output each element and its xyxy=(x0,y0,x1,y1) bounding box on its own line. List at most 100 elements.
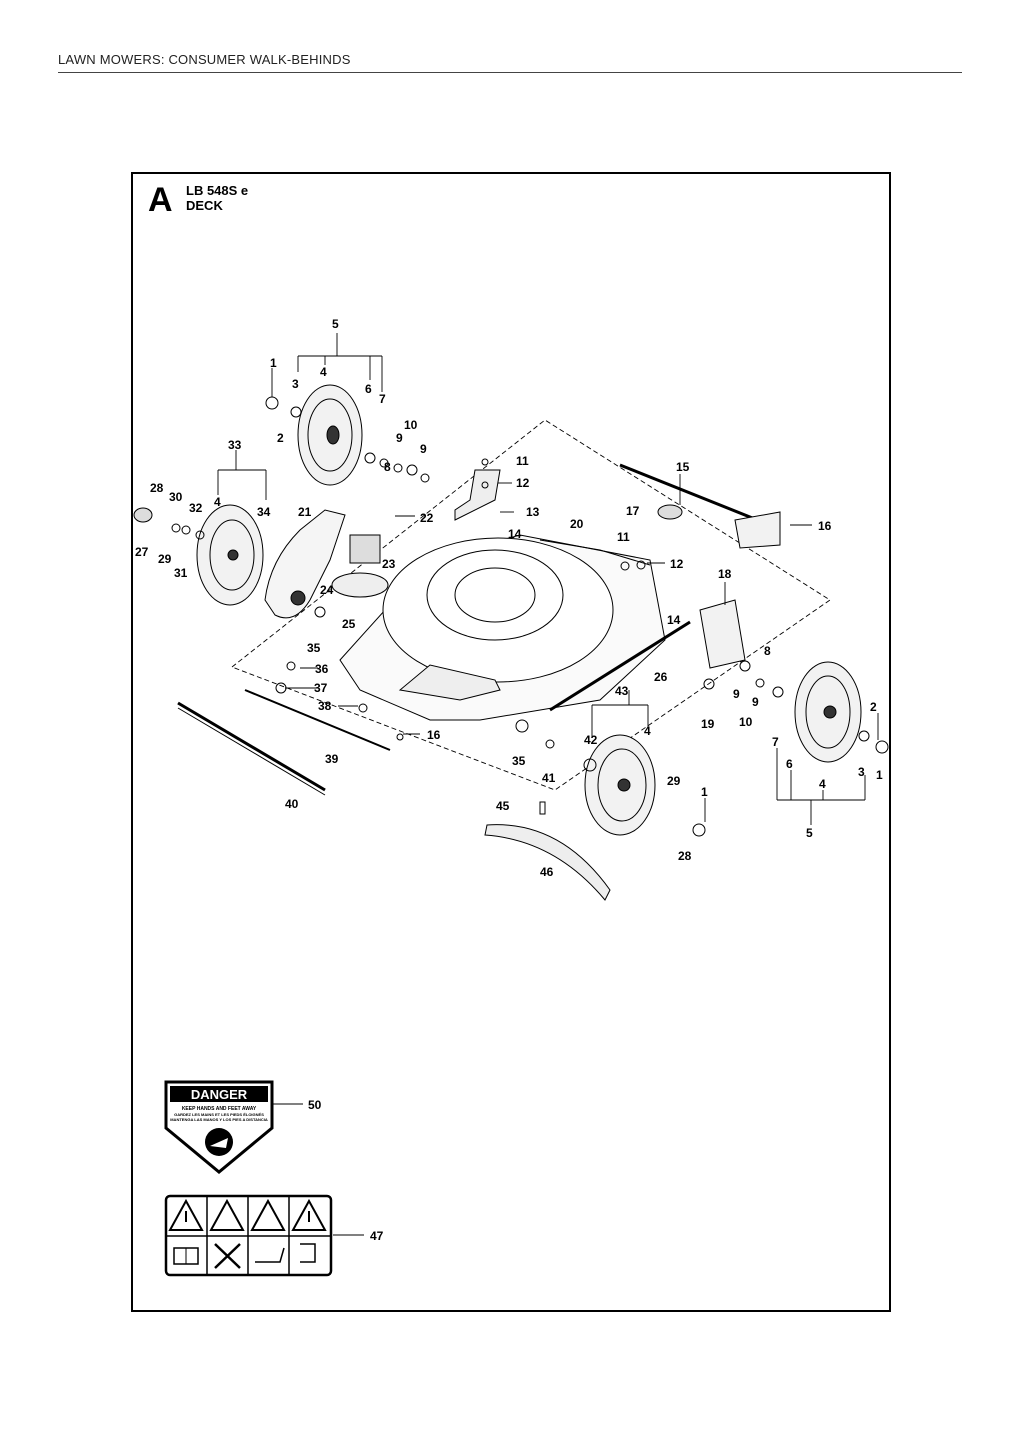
section-header: LAWN MOWERS: CONSUMER WALK-BEHINDS xyxy=(58,52,351,67)
callout-label: 4 xyxy=(214,495,221,509)
callout-label: 8 xyxy=(384,460,391,474)
callout-label: 6 xyxy=(365,382,372,396)
callout-label: 33 xyxy=(228,438,242,452)
callout-label: 7 xyxy=(772,735,779,749)
callout-label: 50 xyxy=(308,1098,322,1112)
callout-label: 19 xyxy=(701,717,715,731)
callout-label: 20 xyxy=(570,517,584,531)
callout-label: 10 xyxy=(404,418,418,432)
callout-label: 22 xyxy=(420,511,434,525)
callout-label: 15 xyxy=(676,460,690,474)
danger-line-3: MANTENGA LAS MANOS Y LOS PIES A DISTANCI… xyxy=(170,1117,268,1122)
callout-label: 3 xyxy=(858,765,865,779)
callout-label: 9 xyxy=(752,695,759,709)
callout-label: 26 xyxy=(654,670,668,684)
keep-away-icon xyxy=(214,1243,241,1269)
warning-triangle-icon xyxy=(291,1198,327,1231)
callout-label: 8 xyxy=(764,644,771,658)
callout-label: 14 xyxy=(508,527,522,541)
warning-triangle-icon xyxy=(168,1198,204,1231)
callout-label: 28 xyxy=(150,481,164,495)
callout-label: 41 xyxy=(542,771,556,785)
gearbox-cover xyxy=(264,509,346,619)
callout-label: 12 xyxy=(670,557,684,571)
callout-label: 28 xyxy=(678,849,692,863)
callout-label: 5 xyxy=(806,826,813,840)
callout-label: 4 xyxy=(644,724,651,738)
handle-bracket xyxy=(734,511,781,549)
callout-label: 4 xyxy=(320,365,327,379)
drive-motor xyxy=(349,534,381,564)
callout-label: 21 xyxy=(298,505,312,519)
callout-label: 6 xyxy=(786,757,793,771)
disconnect-icon xyxy=(300,1243,316,1263)
rear-axle-rod xyxy=(177,701,326,792)
bystander-icon xyxy=(255,1247,285,1263)
wheel-front-bottom xyxy=(584,734,656,836)
height-rod xyxy=(549,620,691,712)
height-adjust-plate xyxy=(699,599,746,669)
callout-label: 42 xyxy=(584,733,598,747)
callout-label: 32 xyxy=(189,501,203,515)
mount-bracket xyxy=(454,469,501,521)
wheel-front-right xyxy=(794,661,862,763)
callout-label: 43 xyxy=(615,684,629,698)
callout-label: 9 xyxy=(733,687,740,701)
cable-clip xyxy=(657,504,683,520)
discharge-cover xyxy=(484,824,611,901)
callout-label: 40 xyxy=(285,797,299,811)
callout-label: 16 xyxy=(818,519,832,533)
callout-label: 13 xyxy=(526,505,540,519)
danger-line-1: KEEP HANDS AND FEET AWAY xyxy=(182,1106,257,1112)
figure-letter: A xyxy=(148,181,173,219)
callout-label: 34 xyxy=(257,505,271,519)
drive-pulley xyxy=(331,572,389,598)
callout-label: 38 xyxy=(318,699,332,713)
callout-label: 10 xyxy=(739,715,753,729)
callout-label: 16 xyxy=(427,728,441,742)
callout-label: 9 xyxy=(396,431,403,445)
callout-label: 1 xyxy=(701,785,708,799)
callout-label: 9 xyxy=(420,442,427,456)
callout-label: 29 xyxy=(667,774,681,788)
callout-label: 1 xyxy=(270,356,277,370)
callout-label: 4 xyxy=(819,777,826,791)
callout-label: 27 xyxy=(135,545,149,559)
callout-label: 2 xyxy=(277,431,284,445)
wheel-rear-left xyxy=(196,504,264,606)
callout-label: 23 xyxy=(382,557,396,571)
callout-label: 14 xyxy=(667,613,681,627)
callout-label: 35 xyxy=(512,754,526,768)
handle-bar xyxy=(619,463,771,527)
callout-label: 46 xyxy=(540,865,554,879)
safety-pictogram-decal xyxy=(164,1194,333,1277)
callout-label: 45 xyxy=(496,799,510,813)
wheel-rear-top xyxy=(297,384,363,486)
callout-label: 24 xyxy=(320,583,334,597)
deck-housing xyxy=(339,534,666,721)
callout-label: 11 xyxy=(617,530,630,544)
callout-label: 3 xyxy=(292,377,299,391)
figure-model: LB 548S e xyxy=(186,183,249,198)
warning-triangle-icon xyxy=(250,1198,286,1231)
callout-label: 17 xyxy=(626,504,640,518)
danger-title: DANGER xyxy=(191,1087,248,1102)
figure-frame xyxy=(131,172,891,1312)
callout-label: 47 xyxy=(370,1229,384,1243)
callout-label: 11 xyxy=(516,454,529,468)
callout-label: 39 xyxy=(325,752,339,766)
warning-triangle-icon xyxy=(209,1198,245,1231)
callout-label: 2 xyxy=(870,700,877,714)
callout-label: 36 xyxy=(315,662,329,676)
danger-decal: DANGER KEEP HANDS AND FEET AWAY GARDEZ L… xyxy=(164,1080,274,1174)
front-axle-rod xyxy=(244,689,391,751)
callout-label: 30 xyxy=(169,490,183,504)
leader-lines xyxy=(217,333,879,1236)
callout-label: 25 xyxy=(342,617,356,631)
callout-label: 12 xyxy=(516,476,530,490)
callout-label: 29 xyxy=(158,552,172,566)
assembly-outline xyxy=(231,419,831,791)
callout-label: 37 xyxy=(314,681,328,695)
callout-label: 31 xyxy=(174,566,188,580)
